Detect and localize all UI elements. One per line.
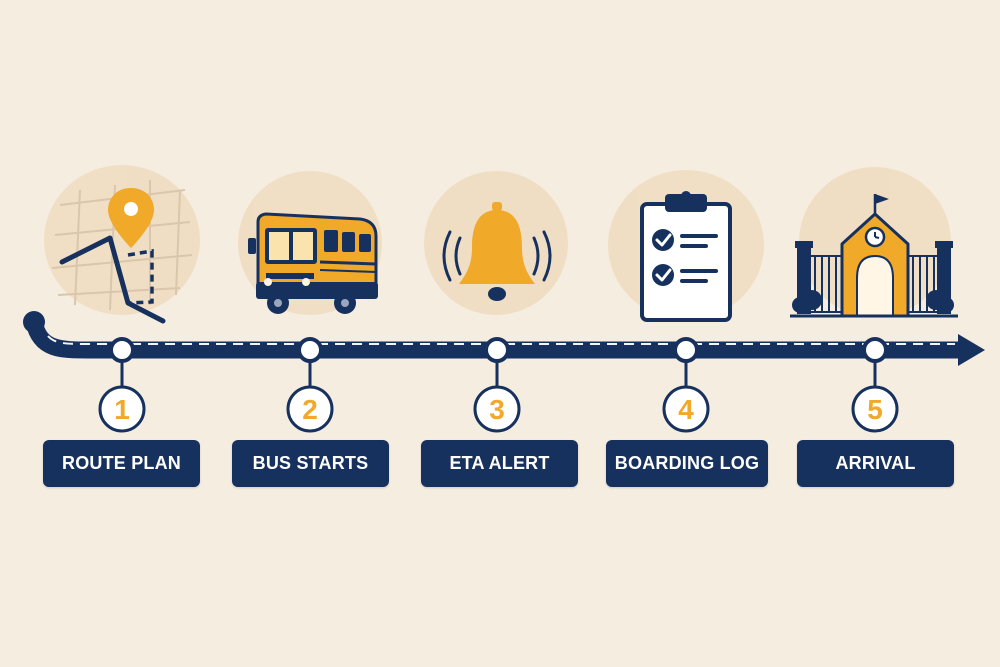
timeline-nodes [109,337,888,363]
step-label-text: BOARDING LOG [614,453,760,473]
school-bus-icon [248,212,378,314]
timeline-node-3 [484,337,510,363]
timeline-node-2 [297,337,323,363]
clipboard-checklist-icon [640,191,732,322]
step-label-text: ROUTE PLAN [62,453,181,473]
step-label-arrival: ARRIVAL [797,440,954,487]
step-label-text: ETA ALERT [449,453,550,473]
step-label-text: ARRIVAL [835,453,916,473]
step-number-3: 3 [489,394,505,425]
step-number-1: 1 [114,394,130,425]
school-building-icon [790,194,958,318]
step-label-route-plan: ROUTE PLAN [43,440,200,487]
map-pin-route-icon [51,180,193,324]
timeline-node-1 [109,337,135,363]
step-label-boarding-log: BOARDING LOG [606,440,768,487]
step-label-text: BUS STARTS [252,453,369,473]
bell-icon [442,202,552,301]
step-number-badges: 1 2 3 4 5 [98,385,899,433]
timeline-node-4 [673,337,699,363]
step-number-5: 5 [867,394,883,425]
step-label-bus-starts: BUS STARTS [232,440,389,487]
step-label-eta-alert: ETA ALERT [421,440,578,487]
timeline-road [23,311,985,366]
timeline-node-5 [862,337,888,363]
node-connectors [120,361,877,386]
step-number-2: 2 [302,394,318,425]
step-number-4: 4 [678,394,694,425]
